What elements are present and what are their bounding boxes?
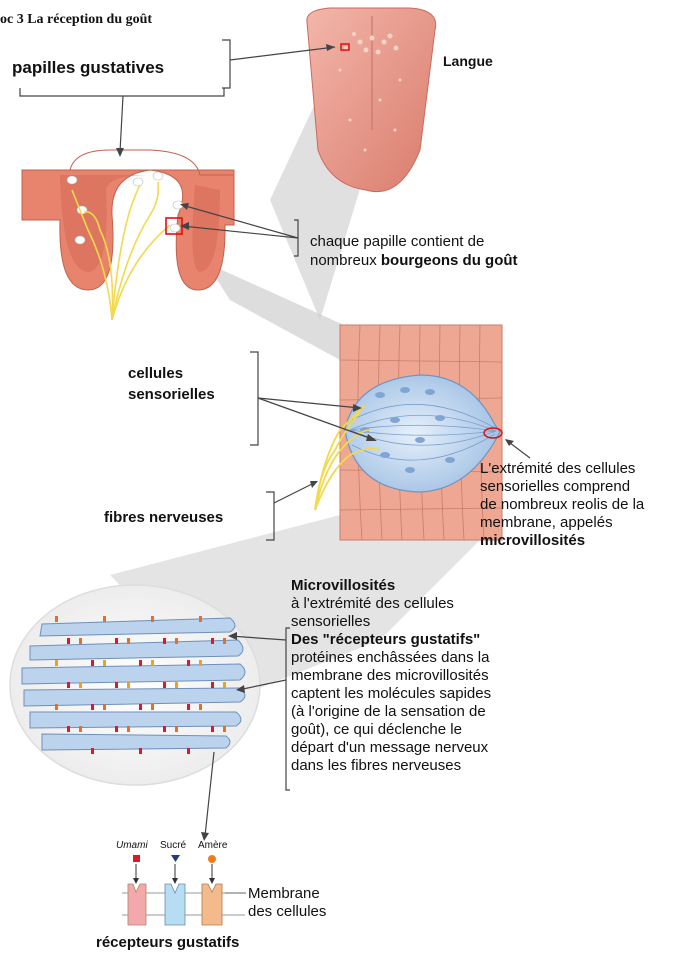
receptor-dot (187, 660, 190, 666)
receptor-dot (127, 726, 130, 732)
extremite-line: de nombreux reolis de la (480, 496, 644, 514)
receptor-dot (175, 682, 178, 688)
bourgeons-line-2b: bourgeons du goût (381, 252, 518, 269)
bourgeons-line-2a: nombreux (310, 252, 377, 269)
label-microvillosites: Microvillosités à l'extrémité des cellul… (291, 577, 491, 775)
taste-amere: Amère (198, 840, 227, 851)
recept-line: protéines enchâssées dans la (291, 649, 491, 667)
micro-heading: Microvillosités (291, 577, 491, 595)
extremite-line: L'extrémité des cellules (480, 460, 644, 478)
tongue-illustration (307, 8, 436, 192)
receptor-dot (91, 748, 94, 754)
recept-line: captent les molécules sapides (291, 685, 491, 703)
receptor-dot (175, 726, 178, 732)
receptor-dot (79, 682, 82, 688)
papilla-section (22, 150, 234, 320)
cellules-line-1: cellules (128, 363, 215, 384)
extremite-line: sensorielles comprend (480, 478, 644, 496)
receptor-dot (79, 638, 82, 644)
receptor-dot (55, 616, 58, 622)
recept-line: dans les fibres nerveuses (291, 757, 491, 775)
receptor-dot (163, 638, 166, 644)
receptor-dot (55, 660, 58, 666)
receptor-dot (79, 726, 82, 732)
receptor-dot (151, 704, 154, 710)
membrane-line-2: des cellules (248, 903, 326, 921)
label-cellules-sensorielles: cellules sensorielles (128, 363, 215, 405)
receptor-dot (103, 660, 106, 666)
label-extremite: L'extrémité des cellules sensorielles co… (480, 460, 644, 550)
receptor-dot (115, 638, 118, 644)
receptor-dot (199, 660, 202, 666)
receptor-dot (187, 748, 190, 754)
label-langue: Langue (443, 53, 493, 69)
micro-line: sensorielles (291, 613, 491, 631)
label-bourgeons: chaque papille contient de nombreux bour… (310, 232, 518, 270)
figure-title: oc 3 La réception du goût (0, 12, 152, 28)
micro-line: à l'extrémité des cellules (291, 595, 491, 613)
receptor-dot (187, 704, 190, 710)
label-recepteurs-gustatifs: récepteurs gustatifs (96, 934, 239, 951)
receptor-dot (151, 616, 154, 622)
receptor-dot (91, 704, 94, 710)
receptor-dot (211, 638, 214, 644)
receptor-dot (223, 682, 226, 688)
receptor-dot (211, 726, 214, 732)
receptor-dot (223, 726, 226, 732)
cellules-line-2: sensorielles (128, 384, 215, 405)
label-papilles-gustatives: papilles gustatives (12, 58, 164, 78)
receptor-dot (115, 682, 118, 688)
receptor-dot (67, 682, 70, 688)
recept-line: membrane des microvillosités (291, 667, 491, 685)
recept-line: goût), ce qui déclenche le (291, 721, 491, 739)
extremite-bold: microvillosités (480, 532, 644, 550)
receptor-dot (175, 638, 178, 644)
recept-heading: Des "récepteurs gustatifs" (291, 631, 491, 649)
receptor-dot (139, 704, 142, 710)
receptor-dot (103, 616, 106, 622)
receptor-dot (127, 682, 130, 688)
taste-bud-section (315, 325, 502, 540)
receptor-dot (67, 726, 70, 732)
receptor-dot (163, 682, 166, 688)
receptor-dot (139, 660, 142, 666)
receptor-dot (223, 638, 226, 644)
extremite-line: membrane, appelés (480, 514, 644, 532)
receptor-dot (55, 704, 58, 710)
recept-line: départ d'un message nerveux (291, 739, 491, 757)
receptor-dot (163, 726, 166, 732)
bourgeons-line-2: nombreux bourgeons du goût (310, 251, 518, 270)
taste-umami: Umami (116, 840, 148, 851)
receptor-dot (139, 748, 142, 754)
receptor-dot (91, 660, 94, 666)
receptor-dot (199, 616, 202, 622)
receptor-diagram (122, 855, 246, 925)
receptor-dot (199, 704, 202, 710)
receptor-dot (211, 682, 214, 688)
microvilli-magnification (10, 585, 260, 785)
receptor-dot (115, 726, 118, 732)
recept-line: (à l'origine de la sensation de (291, 703, 491, 721)
receptor-dot (67, 638, 70, 644)
label-membrane: Membrane des cellules (248, 885, 326, 921)
receptor-dot (151, 660, 154, 666)
taste-sucre: Sucré (160, 840, 186, 851)
receptor-dot (127, 638, 130, 644)
receptor-dot (103, 704, 106, 710)
membrane-line-1: Membrane (248, 885, 326, 903)
bourgeons-line-1: chaque papille contient de (310, 232, 518, 251)
label-fibres-nerveuses: fibres nerveuses (104, 509, 223, 526)
